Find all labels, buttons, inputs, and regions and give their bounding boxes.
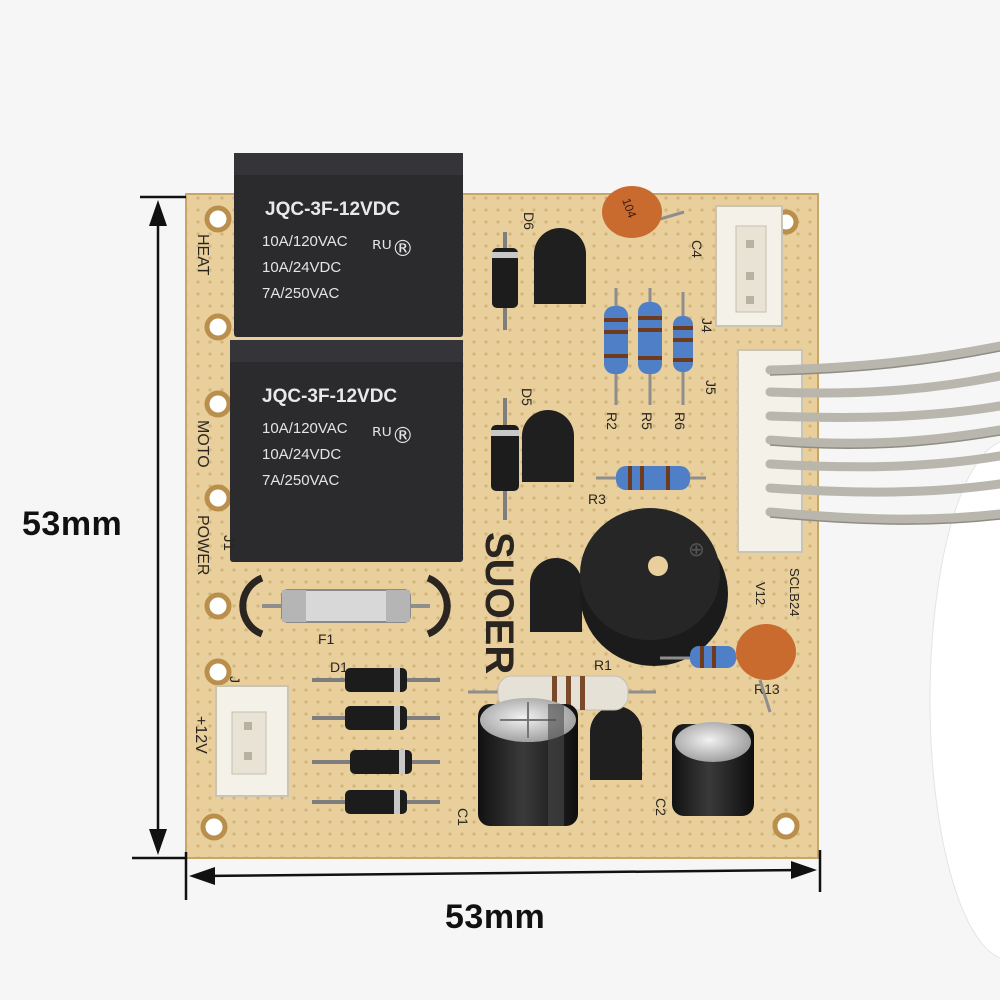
silk-r5: R5 bbox=[639, 412, 655, 430]
background-object bbox=[929, 441, 1000, 959]
silk-buzzer-plus: ⊕ bbox=[688, 537, 705, 561]
resistors-vertical: R2 R5 R6 bbox=[604, 288, 693, 430]
silk-v12: V12 bbox=[753, 582, 768, 605]
electrolytic-capacitor-c1: C1 bbox=[455, 698, 578, 826]
resistor-r3: R3 bbox=[588, 466, 706, 507]
silk-j4: J4 bbox=[699, 318, 715, 333]
dimension-horizontal bbox=[184, 850, 822, 900]
silk-r1: R1 bbox=[594, 657, 612, 673]
silk-r6: R6 bbox=[672, 412, 688, 430]
silk-d1: D1 bbox=[330, 659, 348, 675]
silk-d6: D6 bbox=[521, 212, 537, 230]
resistor-r1: R1 bbox=[468, 657, 656, 711]
relay-2-model: JQC-3F-12VDC bbox=[262, 386, 397, 407]
dimension-vertical bbox=[132, 195, 186, 860]
silk-power: POWER bbox=[194, 515, 211, 575]
silk-cap-code: 104 bbox=[619, 196, 639, 220]
relay-1-rating-1: 10A/120VAC bbox=[262, 233, 348, 250]
silk-j: J bbox=[227, 676, 243, 683]
relay-1-model: JQC-3F-12VDC bbox=[265, 199, 400, 220]
transistors bbox=[522, 228, 642, 780]
relay-1-rating-3: 7A/250VAC bbox=[262, 285, 339, 302]
dimension-height-label: 53mm bbox=[22, 505, 123, 543]
relay-1: JQC-3F-12VDC 10A/120VAC 10A/24VDC 7A/250… bbox=[234, 153, 463, 337]
relay-1-rating-2: 10A/24VDC bbox=[262, 259, 341, 276]
silk-heat: HEAT bbox=[194, 234, 211, 276]
silk-c2: C2 bbox=[653, 798, 669, 816]
silk-moto: MOTO bbox=[194, 420, 211, 468]
relay-1-cert-mark: ᴿᵁ® bbox=[372, 237, 414, 262]
rectifier-diodes: D1 bbox=[312, 659, 440, 814]
silk-f1: F1 bbox=[318, 631, 335, 647]
silk-12v: +12V bbox=[192, 716, 209, 754]
ribbon-wire-edges bbox=[769, 350, 1000, 525]
silk-c1: C1 bbox=[455, 808, 471, 826]
diode-d6: D6 bbox=[492, 212, 537, 330]
relay-2: JQC-3F-12VDC 10A/120VAC 10A/24VDC 7A/250… bbox=[230, 340, 463, 562]
silk-j5: J5 bbox=[703, 380, 719, 395]
silk-r3: R3 bbox=[588, 491, 606, 507]
silk-r2: R2 bbox=[604, 412, 620, 430]
electrolytic-capacitor-c2: C2 bbox=[653, 722, 754, 816]
ceramic-capacitor-right bbox=[736, 624, 796, 713]
ribbon-wires bbox=[765, 341, 1000, 524]
mounting-holes bbox=[200, 205, 800, 841]
silk-j1: J1 bbox=[220, 535, 237, 551]
fuse: F1 bbox=[239, 574, 451, 647]
connector-j4: J4 bbox=[699, 205, 783, 333]
relay-2-rating-1: 10A/120VAC bbox=[262, 420, 348, 437]
silk-board-code: SCLB24 bbox=[787, 568, 802, 616]
silk-d5: D5 bbox=[519, 388, 535, 406]
buzzer: ⊕ bbox=[580, 508, 728, 666]
silk-brand: SUOER bbox=[477, 532, 521, 674]
silk-r13: R13 bbox=[754, 681, 780, 697]
relay-2-rating-2: 10A/24VDC bbox=[262, 446, 341, 463]
ceramic-capacitor-104: 104 C4 bbox=[602, 186, 705, 258]
relay-2-cert-mark: ᴿᵁ® bbox=[372, 424, 414, 449]
silk-c4: C4 bbox=[689, 240, 705, 258]
relay-2-rating-3: 7A/250VAC bbox=[262, 472, 339, 489]
diode-d5: D5 bbox=[491, 388, 535, 520]
connector-12v bbox=[215, 685, 289, 797]
dimension-width-label: 53mm bbox=[445, 898, 546, 936]
